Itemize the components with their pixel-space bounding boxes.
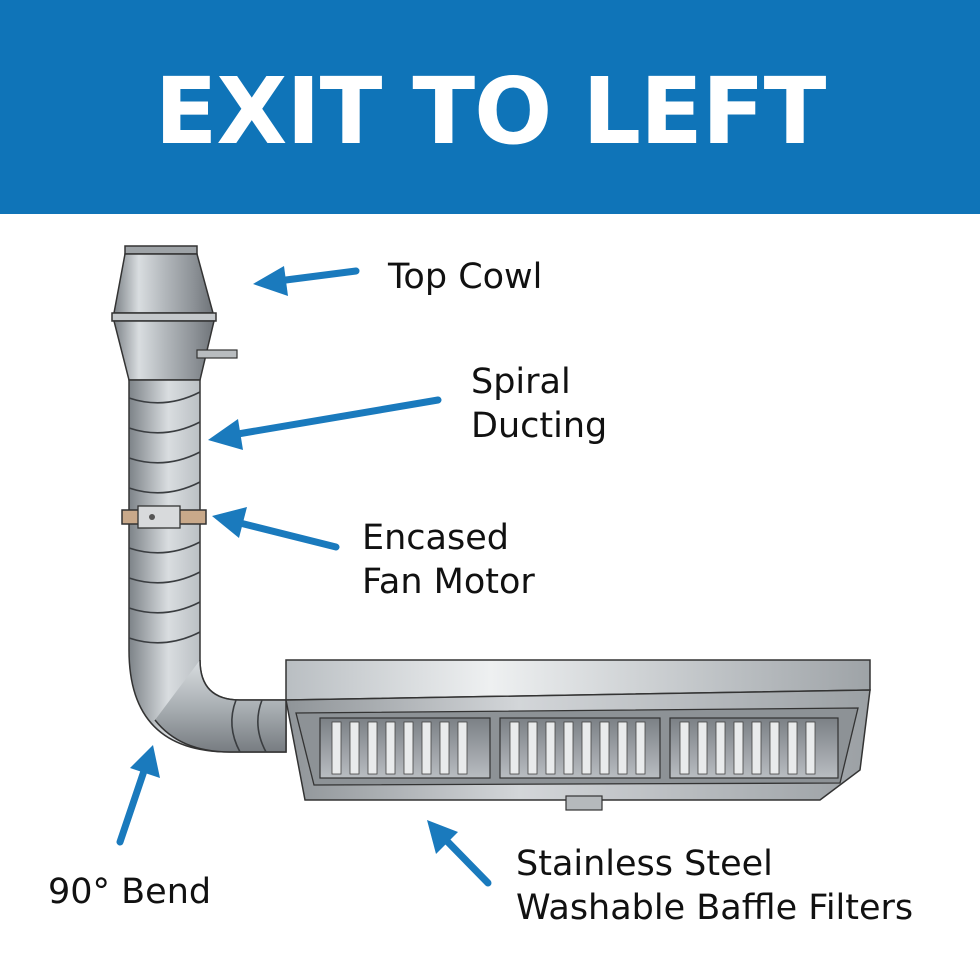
label-top-cowl: Top Cowl — [388, 257, 543, 297]
baffle-filters — [319, 717, 839, 779]
baffle-filter-3 — [669, 717, 839, 779]
arrow-top-cowl — [253, 266, 360, 296]
label-filters: Stainless Steel Washable Baffle Filters — [516, 844, 914, 928]
baffle-filter-1 — [319, 717, 491, 779]
arrow-fan-motor — [212, 507, 340, 551]
label-fan-motor: Encased Fan Motor — [362, 518, 535, 602]
arrow-bend — [116, 745, 160, 846]
title-banner: EXIT TO LEFT — [0, 0, 980, 214]
encased-fan-motor — [121, 505, 207, 529]
label-spiral-ducting: Spiral Ducting — [471, 362, 608, 446]
arrow-filters — [427, 820, 492, 887]
baffle-filter-2 — [499, 717, 661, 779]
spiral-ducting — [128, 379, 287, 753]
label-bend: 90° Bend — [48, 872, 212, 912]
arrow-spiral-ducting — [208, 396, 442, 450]
page-title: EXIT TO LEFT — [154, 57, 827, 165]
top-cowl — [111, 245, 238, 381]
